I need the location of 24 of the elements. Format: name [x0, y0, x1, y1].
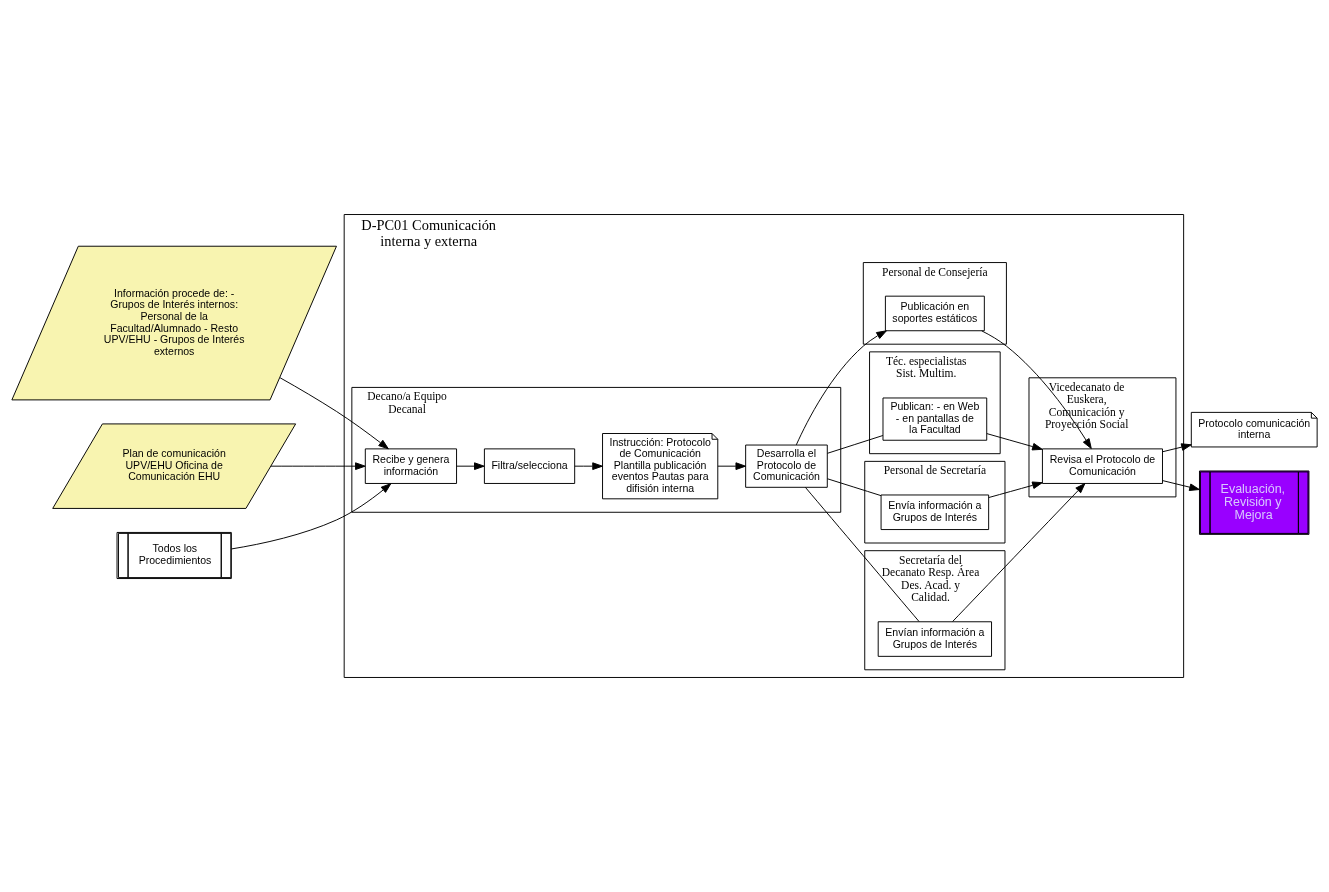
arrow: [231, 483, 392, 550]
node-box: Revisa el Protocolo de Comunicación: [1041, 448, 1163, 484]
connector: [804, 486, 920, 623]
arrow: [1162, 480, 1200, 491]
arrow: [988, 481, 1043, 499]
node-box: Desarrolla el Protocolo de Comunicación: [745, 444, 828, 488]
connector: [826, 478, 882, 497]
arrow: [981, 330, 1092, 450]
arrow: [952, 483, 1086, 622]
arrow: [986, 433, 1043, 451]
arrow: [717, 462, 747, 470]
node-box: Envía información a Grupos de Interés: [880, 494, 990, 531]
node-box: Recibe y genera información: [364, 448, 458, 484]
arrow: [1162, 443, 1192, 453]
arrow: [279, 377, 389, 450]
arrow: [456, 462, 485, 470]
connector: [826, 435, 884, 454]
node-box: Publicación en soportes estáticos: [884, 295, 985, 332]
arrow: [270, 462, 366, 470]
arrow: [795, 330, 887, 446]
node-box: Envían información a Grupos de Interés: [877, 621, 992, 657]
node-box: Publican: - en Web - en pantallas de la Facultad: [882, 397, 988, 441]
arrow: [574, 462, 603, 470]
node-box: Filtra/selecciona: [483, 448, 576, 484]
